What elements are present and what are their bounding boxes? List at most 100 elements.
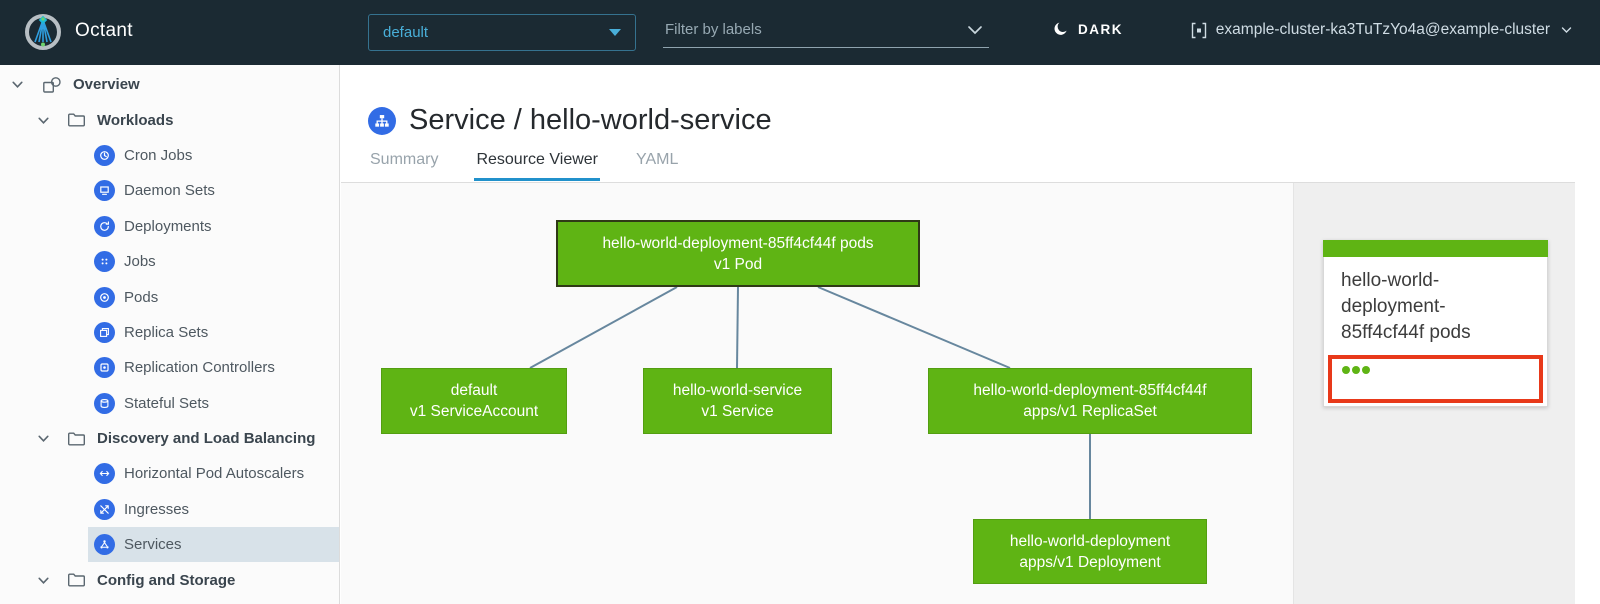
graph-node-deployment[interactable]: hello-world-deployment apps/v1 Deploymen… — [973, 519, 1207, 584]
sidebar-item-label: Jobs — [124, 253, 156, 271]
jobs-icon — [94, 251, 115, 273]
sidebar-item-label: Horizontal Pod Autoscalers — [124, 465, 305, 483]
chevron-down-icon — [1561, 26, 1572, 34]
namespace-dropdown[interactable]: default — [368, 14, 636, 51]
main-content: Service / hello-world-service Summary Re… — [341, 65, 1600, 604]
sidebar-item-replication-controllers[interactable]: Replication Controllers — [0, 350, 339, 385]
label-filter-input[interactable] — [663, 21, 967, 42]
card-status-strip — [1323, 240, 1548, 257]
graph-canvas[interactable]: hello-world-deployment-85ff4cf44f pods v… — [341, 183, 1293, 604]
tab-resource-viewer[interactable]: Resource Viewer — [474, 151, 600, 181]
dark-theme-toggle[interactable]: DARK — [1053, 21, 1123, 37]
resource-card[interactable]: hello-world-deployment-85ff4cf44f pods — [1323, 240, 1548, 407]
replica-sets-icon — [94, 321, 115, 343]
sidebar-item-label: Cron Jobs — [124, 146, 193, 164]
dropdown-caret-icon — [609, 29, 621, 36]
service-resource-icon — [368, 106, 396, 135]
chevron-down-icon[interactable] — [967, 25, 983, 35]
page-title-text: Service / hello-world-service — [409, 104, 772, 136]
sidebar-item-jobs[interactable]: Jobs — [0, 244, 339, 279]
sidebar-item-label: Overview — [73, 76, 140, 94]
sidebar-item-label: Daemon Sets — [124, 182, 215, 200]
pod-status-highlight — [1328, 355, 1543, 403]
sidebar-item-daemon-sets[interactable]: Daemon Sets — [0, 173, 339, 208]
navigation-sidebar: Overview Workloads Cron Jobs Daemon Sets… — [0, 65, 340, 604]
sidebar-item-replica-sets[interactable]: Replica Sets — [0, 315, 339, 350]
sidebar-item-pods[interactable]: Pods — [0, 279, 339, 314]
node-name: hello-world-service — [672, 382, 803, 399]
node-kind: v1 ServiceAccount — [409, 403, 539, 420]
page-title: Service / hello-world-service — [368, 104, 772, 137]
octant-logo-icon — [24, 13, 62, 51]
sidebar-item-horizontal-pod-autoscalers[interactable]: Horizontal Pod Autoscalers — [0, 456, 339, 491]
label-filter — [663, 16, 989, 48]
node-name: hello-world-deployment-85ff4cf44f — [973, 382, 1207, 399]
context-switcher-label: example-cluster-ka3TuTzYo4a@example-clus… — [1215, 21, 1550, 38]
pod-status-dot — [1352, 366, 1360, 374]
replication-controllers-icon — [94, 357, 115, 379]
graph-edges — [529, 286, 1091, 519]
sidebar-item-label: Ingresses — [124, 500, 190, 518]
sidebar-group-workloads[interactable]: Workloads — [0, 102, 339, 137]
overview-icon — [42, 76, 62, 94]
node-name: default — [450, 382, 498, 399]
sidebar-item-label: Replica Sets — [124, 323, 209, 341]
sidebar-item-stateful-sets[interactable]: Stateful Sets — [0, 386, 339, 421]
pod-status-dot — [1342, 366, 1350, 374]
sidebar-item-ingresses[interactable]: Ingresses — [0, 492, 339, 527]
app-header: Octant default DARK example-cluster-ka3T… — [0, 0, 1600, 65]
chevron-down-icon[interactable] — [36, 431, 52, 446]
sidebar-item-label: Replication Controllers — [124, 359, 275, 377]
moon-icon — [1053, 21, 1069, 37]
folder-icon — [67, 431, 86, 447]
sidebar-item-label: Discovery and Load Balancing — [97, 430, 316, 448]
cron-jobs-icon — [94, 144, 115, 166]
node-kind: apps/v1 ReplicaSet — [1023, 403, 1157, 420]
node-kind: apps/v1 Deployment — [1019, 553, 1161, 571]
graph-node-replicaset[interactable]: hello-world-deployment-85ff4cf44f apps/v… — [928, 368, 1252, 434]
hpa-icon — [94, 463, 115, 485]
sidebar-item-label: Services — [124, 536, 182, 554]
resource-tabs: Summary Resource Viewer YAML — [368, 151, 680, 181]
node-name: hello-world-deployment — [1009, 532, 1171, 550]
card-title: hello-world-deployment-85ff4cf44f pods — [1341, 270, 1471, 343]
sidebar-item-label: Stateful Sets — [124, 394, 210, 412]
deployments-icon — [94, 215, 115, 237]
services-icon — [94, 534, 115, 556]
stateful-sets-icon — [94, 392, 115, 414]
sidebar-item-label: Config and Storage — [97, 571, 236, 589]
graph-node-pod[interactable]: hello-world-deployment-85ff4cf44f pods v… — [556, 220, 920, 287]
sidebar-item-label: Pods — [124, 288, 159, 306]
dark-theme-label: DARK — [1078, 21, 1123, 37]
sidebar-item-cron-jobs[interactable]: Cron Jobs — [0, 138, 339, 173]
sidebar-item-label: Workloads — [97, 111, 174, 129]
pods-icon — [94, 286, 115, 308]
folder-icon — [67, 572, 86, 588]
node-name: hello-world-deployment-85ff4cf44f pods — [602, 234, 874, 252]
graph-node-service[interactable]: hello-world-service v1 Service — [643, 368, 832, 434]
tabs-divider — [341, 182, 1575, 183]
pod-status-dot — [1362, 366, 1370, 374]
app-title: Octant — [75, 20, 133, 41]
chevron-down-icon[interactable] — [36, 113, 52, 128]
ingresses-icon — [94, 498, 115, 520]
tab-summary[interactable]: Summary — [370, 151, 439, 168]
pod-status-dots — [1342, 366, 1372, 383]
context-switcher[interactable]: example-cluster-ka3TuTzYo4a@example-clus… — [1191, 21, 1572, 39]
sidebar-group-config-and-storage[interactable]: Config and Storage — [0, 562, 339, 597]
detail-panel: hello-world-deployment-85ff4cf44f pods — [1293, 183, 1575, 604]
daemon-sets-icon — [94, 180, 115, 202]
node-kind: v1 Service — [701, 403, 774, 420]
sidebar-item-overview[interactable]: Overview — [0, 67, 339, 102]
chevron-down-icon[interactable] — [10, 77, 26, 92]
sidebar-item-label: Deployments — [124, 217, 212, 235]
graph-node-serviceaccount[interactable]: default v1 ServiceAccount — [381, 368, 567, 434]
resource-viewer-graph: hello-world-deployment-85ff4cf44f pods v… — [341, 183, 1600, 604]
cluster-icon — [1191, 22, 1207, 39]
chevron-down-icon[interactable] — [36, 573, 52, 588]
tab-yaml[interactable]: YAML — [636, 151, 679, 168]
sidebar-item-services[interactable]: Services — [0, 527, 339, 563]
sidebar-group-discovery-and-load-balancing[interactable]: Discovery and Load Balancing — [0, 421, 339, 456]
sidebar-item-deployments[interactable]: Deployments — [0, 209, 339, 244]
folder-icon — [67, 112, 86, 128]
